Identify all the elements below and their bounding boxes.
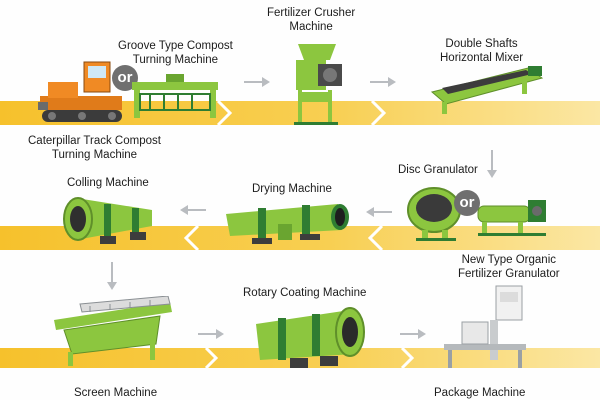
label-colling-machine: Colling Machine bbox=[67, 177, 149, 189]
label-groove-type-compost-turner: Groove Type Compost Turning Machine bbox=[118, 40, 233, 66]
groove-type-compost-turner-image bbox=[132, 74, 218, 118]
drying-machine-image bbox=[226, 204, 349, 244]
band-row-3-chevrons bbox=[204, 348, 415, 368]
new-type-organic-fertilizer-granulator-image bbox=[477, 200, 546, 236]
label-package-machine: Package Machine bbox=[434, 387, 526, 399]
arrow-down-icon bbox=[487, 150, 497, 178]
disc-granulator-image bbox=[407, 187, 461, 241]
rotary-coating-machine-image bbox=[256, 307, 365, 368]
double-shafts-horizontal-mixer-image bbox=[430, 66, 544, 114]
band-row-1-chevrons bbox=[216, 101, 387, 125]
caterpillar-track-compost-turner-image bbox=[38, 61, 122, 122]
screen-machine-image bbox=[54, 296, 172, 366]
package-machine-image bbox=[444, 285, 526, 368]
arrow-right-icon bbox=[400, 329, 426, 339]
colling-machine-image bbox=[63, 197, 152, 244]
arrow-down-icon bbox=[107, 262, 117, 290]
label-rotary-coating-machine: Rotary Coating Machine bbox=[243, 287, 367, 299]
arrow-right-icon bbox=[244, 77, 270, 87]
or-badge-turners: or bbox=[112, 65, 138, 91]
band-row-2-chevrons bbox=[183, 226, 384, 250]
label-fertilizer-crusher: Fertilizer Crusher Machine bbox=[267, 7, 356, 33]
label-new-type-organic-fertilizer-granulator: New Type Organic Fertilizer Granulator bbox=[458, 254, 560, 280]
label-disc-granulator: Disc Granulator bbox=[398, 164, 478, 176]
arrow-right-icon bbox=[198, 329, 224, 339]
label-double-shafts-horizontal-mixer: Double Shafts Horizontal Mixer bbox=[440, 38, 524, 64]
label-caterpillar-track-compost-turner: Caterpillar Track Compost Turning Machin… bbox=[28, 135, 161, 161]
fertilizer-crusher-image bbox=[294, 44, 342, 125]
arrow-left-icon bbox=[366, 207, 392, 217]
or-badge-granulators: or bbox=[454, 190, 480, 216]
arrow-right-icon bbox=[370, 77, 396, 87]
label-screen-machine: Screen Machine bbox=[74, 387, 158, 399]
arrow-left-icon bbox=[180, 205, 206, 215]
label-drying-machine: Drying Machine bbox=[252, 183, 332, 195]
